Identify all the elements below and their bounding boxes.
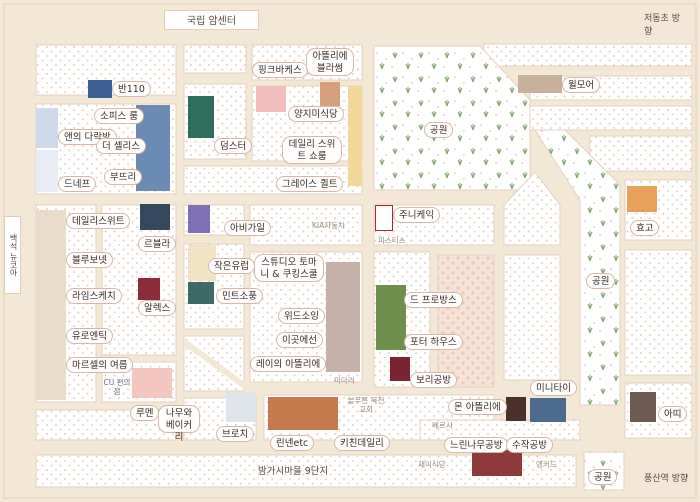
place-label[interactable]: 레이의 아뜰리에 (250, 356, 327, 372)
house-icon (472, 450, 522, 476)
place-label[interactable]: 드네프 (58, 176, 97, 192)
house-icon (326, 262, 360, 372)
edge-label-top-right: 저동초 방향 (644, 14, 680, 37)
place-label[interactable]: 데일리스위트 (66, 213, 131, 229)
small-label: 메르시 (432, 421, 453, 430)
house-icon (390, 357, 410, 381)
house-icon (226, 392, 256, 422)
place-label[interactable]: 양지미식당 (288, 106, 344, 122)
place-label[interactable]: 효고 (630, 220, 660, 236)
place-label[interactable]: 키친데일리 (334, 435, 390, 451)
house-icon (36, 150, 58, 192)
place-label[interactable]: 이곳에선 (276, 332, 323, 348)
small-label: KIA자동차 (312, 221, 345, 230)
block (624, 249, 693, 376)
place-label[interactable]: 드 프로방스 (404, 292, 463, 308)
house-icon (376, 285, 406, 350)
house-icon (188, 205, 210, 233)
place-label[interactable]: 위드소잉 (278, 308, 325, 324)
small-label: 피스티스 (378, 236, 406, 245)
place-label[interactable]: 윌모어 (562, 77, 601, 93)
house-icon (36, 108, 58, 148)
house-icon (320, 82, 340, 106)
place-label[interactable]: 블루보넷 (66, 252, 113, 268)
place-label[interactable]: 데일리 스위트 쇼룸 (282, 136, 342, 164)
block (589, 135, 693, 172)
place-label[interactable]: 몬 아뜰리에 (448, 399, 507, 415)
place-label[interactable]: 나무와 베이커리 (158, 405, 200, 443)
place-label[interactable]: 유로엔틱 (66, 328, 113, 344)
park-label: 공원 (588, 469, 618, 485)
edge-label-bottom-right: 풍산역 방향 (644, 474, 689, 484)
park-label: 공원 (586, 273, 616, 289)
place-label[interactable]: 보리공방 (410, 372, 457, 388)
place-label[interactable]: 브로치 (216, 426, 255, 442)
house-icon (518, 75, 562, 93)
title-label: 국립 암센터 (164, 10, 259, 30)
edge-label-left: 백석 뉴코아 (4, 216, 21, 294)
block (483, 43, 693, 67)
place-label[interactable]: 라임스케치 (66, 288, 122, 304)
place-label[interactable]: 수작공방 (506, 437, 553, 453)
house-icon (530, 398, 566, 422)
place-label[interactable]: 핑크바케스 (252, 62, 308, 78)
place-label[interactable]: 주니케익 (393, 207, 440, 223)
place-label[interactable]: 덤스터 (214, 138, 253, 154)
block (503, 254, 561, 381)
small-label: 늘푸른 목천 교회 (347, 396, 385, 414)
house-icon (36, 210, 66, 400)
place-label[interactable]: 반110 (112, 81, 151, 97)
place-label[interactable]: 아뜰리에 블라썸 (306, 48, 354, 76)
place-label[interactable]: 아띠 (658, 406, 688, 422)
park-area (534, 129, 621, 406)
block (503, 171, 561, 246)
place-label[interactable]: 작은유럽 (208, 258, 255, 274)
place-label[interactable]: 느린나무공방 (444, 437, 509, 453)
block (529, 105, 693, 131)
house-icon (132, 368, 172, 398)
house-icon (268, 397, 338, 430)
place-label[interactable]: 민트소풍 (216, 288, 263, 304)
house-icon (375, 205, 393, 231)
house-icon (348, 86, 362, 186)
edge-label-bottom-center: 밤가시마을 9단지 (258, 466, 329, 477)
place-label[interactable]: 더 셀리스 (96, 138, 146, 154)
house-icon (630, 392, 656, 422)
place-label[interactable]: 소피스 룸 (94, 108, 144, 124)
house-icon (256, 86, 286, 112)
cu-label: CU 편의점 (103, 378, 131, 396)
place-label[interactable]: 스튜디오 토마니 & 쿠킹스쿨 (254, 254, 324, 282)
house-icon (188, 96, 214, 138)
place-label[interactable]: 미니타이 (530, 380, 577, 396)
place-label[interactable]: 아비가일 (224, 220, 271, 236)
place-label[interactable]: 그레이스 퀼트 (276, 176, 344, 192)
house-icon (627, 186, 657, 212)
house-icon (88, 80, 112, 98)
block (183, 44, 247, 74)
place-label[interactable]: 부뜨리 (104, 169, 143, 185)
house-icon (138, 278, 160, 300)
place-label[interactable]: 르블라 (138, 236, 177, 252)
small-label: 재이식당 (418, 460, 446, 469)
block (437, 254, 495, 388)
place-label[interactable]: 마르셀의 여름 (66, 357, 134, 373)
house-icon (188, 282, 214, 304)
place-label[interactable]: 린넨etc (270, 435, 315, 451)
place-label[interactable]: 알렉스 (138, 300, 177, 316)
place-label[interactable]: 루멘 (130, 405, 160, 421)
park-label: 공원 (424, 122, 454, 138)
small-label: 미다리 (334, 376, 355, 385)
small-label: 앵커드 (536, 460, 557, 469)
house-icon (506, 397, 526, 421)
place-label[interactable]: 포터 하우스 (404, 334, 463, 350)
house-icon (140, 204, 170, 230)
